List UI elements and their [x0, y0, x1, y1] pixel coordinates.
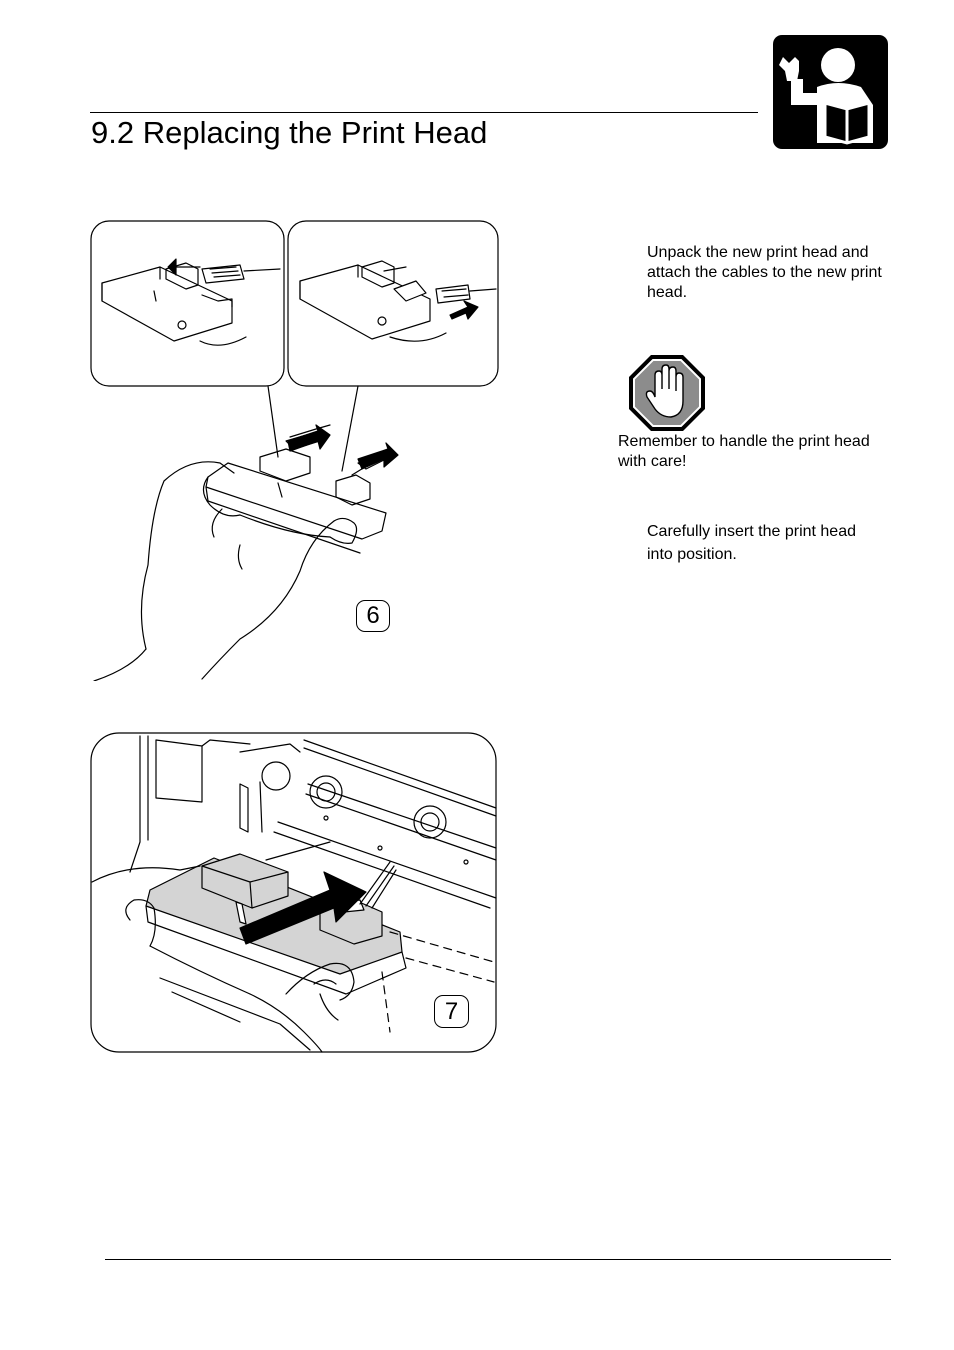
stop-hand-icon [627, 353, 707, 433]
caution-note: Remember to handle the print head with c… [618, 433, 870, 470]
figure-number-7: 7 [434, 995, 469, 1028]
inset-detail-right [287, 220, 499, 387]
figure-6-attach-cables [90, 220, 499, 681]
header-rule [90, 112, 758, 113]
figure-number-6: 6 [356, 600, 390, 632]
figure-7-insert-print-head [90, 732, 497, 1053]
instruction-attach-cables: Unpack the new print head and attach the… [647, 244, 882, 301]
figure-frame [90, 732, 497, 1053]
instruction-insert-head: Carefully insert the print head into pos… [647, 523, 856, 563]
inset-detail-left [90, 220, 285, 387]
footer-rule [105, 1259, 891, 1260]
person-wrench-book-icon [779, 48, 873, 145]
maintenance-badge-icon [773, 35, 888, 149]
section-title: 9.2 Replacing the Print Head [91, 115, 488, 150]
